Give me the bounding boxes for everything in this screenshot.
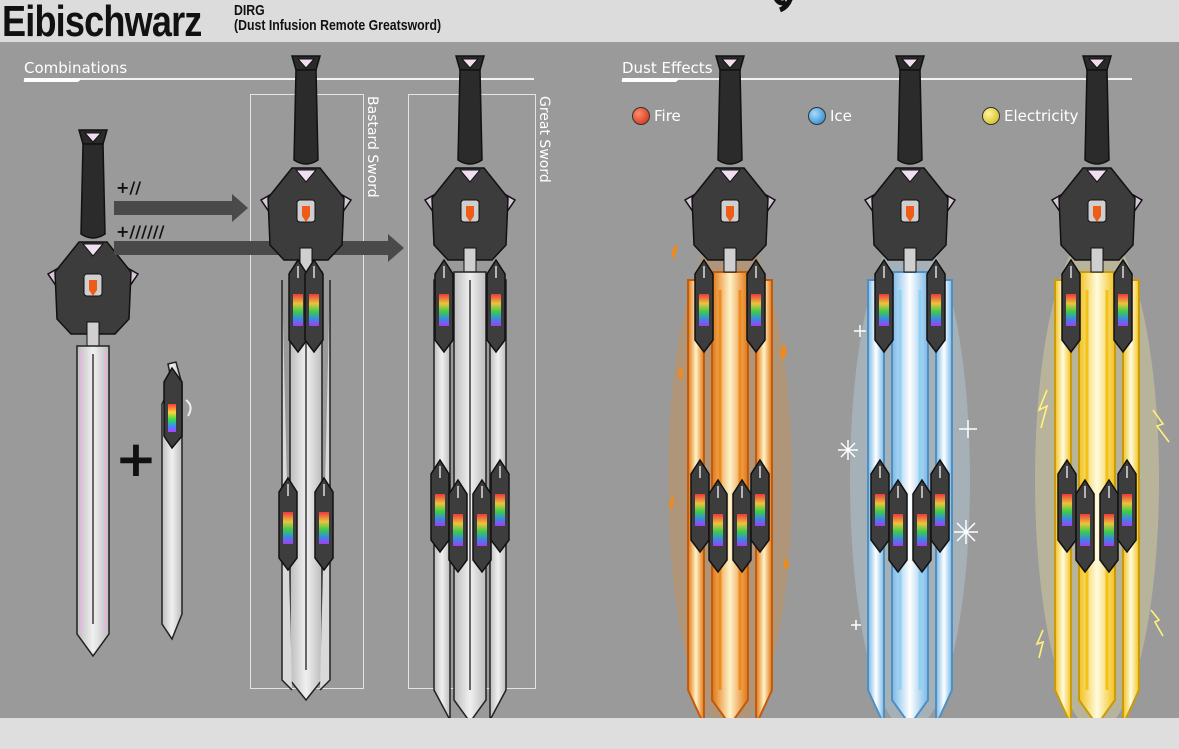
effect-fire: Fire [632,107,681,125]
bastard-sword-illustration [260,55,352,702]
remote-blade-piece [161,361,192,641]
section-combinations-label: Combinations [24,59,128,77]
arrow-long [114,234,404,262]
subtitle-acronym: DIRG [234,2,265,19]
great-sword-illustration [424,55,516,718]
arrow-long-caption: +////// [116,222,165,241]
page-title: Eibischwarz [2,0,202,46]
combinations-rule [24,78,534,80]
page-subtitle: DIRG (Dust Infusion Remote Greatsword) [234,3,441,33]
dust-effects-rule [622,78,1132,80]
effect-ice-label: Ice [830,107,852,125]
ice-sword-illustration [838,55,978,718]
artwork-panel: Combinations Dust Effects Bastard Sword … [0,42,1179,718]
subtitle-expansion: (Dust Infusion Remote Greatsword) [234,17,442,34]
arrow-short-caption: +// [116,178,142,197]
effect-electricity: Electricity [982,107,1079,125]
fire-sword-illustration [668,55,792,718]
sword-illustrations [47,55,1170,718]
cropped-glyph [773,0,793,12]
great-sword-label: Great Sword [536,96,552,183]
fire-orb-icon [632,107,650,125]
section-dust-effects-label: Dust Effects [622,59,713,77]
ice-orb-icon [808,107,826,125]
effect-ice: Ice [808,107,852,125]
header-bar: Eibischwarz DIRG (Dust Infusion Remote G… [0,0,1179,46]
bastard-sword-label: Bastard Sword [364,96,380,198]
electricity-sword-illustration [1035,55,1170,718]
arrow-short [114,194,248,222]
effect-fire-label: Fire [654,107,681,125]
bottom-strip [0,718,1179,749]
effect-electricity-label: Electricity [1004,107,1079,125]
electricity-orb-icon [982,107,1000,125]
plus-sign: + [115,430,157,488]
